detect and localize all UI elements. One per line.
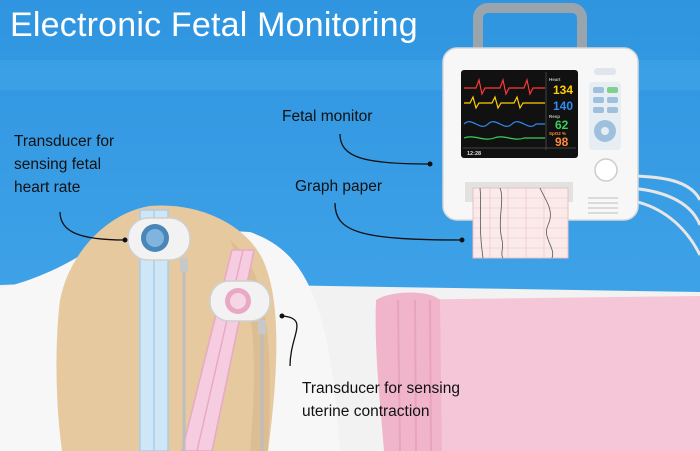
label-heart-rate-line-3: heart rate <box>14 179 81 196</box>
label-heart-rate-transducer: Transducer for sensing fetal heart rate <box>14 130 154 199</box>
blanket-fold-line-3 <box>429 299 432 451</box>
screen-time: 12:28 <box>467 151 481 157</box>
leader-heart-rate <box>59 211 128 243</box>
leader-fetal-monitor <box>339 133 433 167</box>
blanket <box>377 296 700 451</box>
leader-uterine <box>279 313 298 367</box>
leader-graph-paper <box>334 202 465 243</box>
screen-label-resp: Resp <box>549 114 560 119</box>
label-fetal-monitor: Fetal monitor <box>282 108 373 125</box>
screen-label-spo2: SpO2 % <box>549 131 566 136</box>
screen-waveform-1 <box>464 77 545 96</box>
screen-waveform-2 <box>464 95 545 110</box>
control-button-6 <box>607 107 618 113</box>
control-button-5 <box>593 107 604 113</box>
control-button-1 <box>593 87 604 93</box>
uterine-cable-plug <box>258 320 266 334</box>
screen-label-heart: Heart <box>549 77 561 82</box>
monitor-screen <box>461 70 578 158</box>
blanket-fold-line-2 <box>414 299 417 451</box>
screen-reading-4: 98 <box>555 135 569 149</box>
label-heart-rate-line-2: sensing fetal <box>14 156 102 173</box>
label-heart-rate-line-1: Transducer for <box>14 133 115 150</box>
page-title: Electronic Fetal Monitoring <box>10 6 418 44</box>
screen-reading-2: 140 <box>553 99 573 113</box>
label-uterine-line-1: Transducer for sensing <box>302 380 460 397</box>
heart-rate-transducer <box>127 217 191 261</box>
speaker-grille <box>588 197 618 214</box>
blanket-fold <box>375 292 442 451</box>
blanket-fold-line-1 <box>397 299 401 451</box>
screen-waveform-4 <box>463 136 545 140</box>
screen-reading-3: 62 <box>555 118 569 132</box>
monitor-indicator <box>594 68 616 75</box>
label-graph-paper: Graph paper <box>295 178 383 195</box>
heart-rate-cable-plug <box>180 258 188 272</box>
screen-reading-1: 134 <box>553 83 573 97</box>
label-uterine-transducer: Transducer for sensing uterine contracti… <box>302 377 522 423</box>
control-button-3 <box>593 97 604 103</box>
label-uterine-line-2: uterine contraction <box>302 403 430 420</box>
control-knob <box>594 158 618 182</box>
control-button-2 <box>607 87 618 93</box>
screen-waveform-3 <box>463 121 545 127</box>
navigation-pad-center <box>601 127 609 135</box>
graph-paper <box>472 187 569 259</box>
control-button-4 <box>607 97 618 103</box>
uterine-transducer <box>209 280 271 322</box>
